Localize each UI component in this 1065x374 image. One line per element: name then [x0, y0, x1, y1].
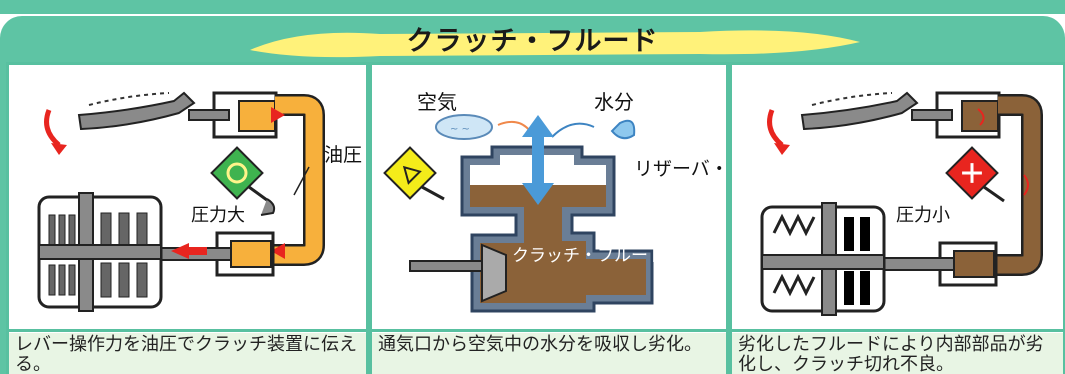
oil-pressure-label: 油圧 [324, 144, 362, 166]
title-banner: クラッチ・フルード [0, 22, 1065, 62]
pressure-high-label: 圧力大 [191, 205, 245, 226]
ok-sign-icon [210, 146, 264, 200]
air-label: 空気 [417, 90, 457, 114]
hydraulic-hose [271, 96, 323, 264]
moisture-label: 水分 [594, 90, 634, 114]
panel-degraded: 圧力小 [732, 65, 1063, 329]
lever-icon [800, 91, 919, 131]
reservoir-label: リザーバ・タンク [634, 158, 726, 180]
water-drop-icon [610, 119, 636, 140]
page-title: クラッチ・フルード [406, 26, 659, 57]
panel-absorption: 空気 水分 ~ ~ [372, 65, 786, 329]
fluid-label: クラッチ・フルード [512, 246, 665, 266]
panel-grid: 油圧 圧力大 空気 水分 ~ ~ [6, 62, 1065, 374]
svg-text:~ ~: ~ ~ [450, 124, 470, 135]
caption-degraded: 劣化したフルードにより内部部品が劣化し、クラッチ切れ不良。 [732, 333, 1063, 374]
flow-arrow-icon [271, 107, 285, 123]
lever-motion-line [88, 92, 170, 106]
absorption-diagram: 空気 水分 ~ ~ [383, 90, 786, 313]
column-divider [726, 65, 732, 374]
title-brush-stroke [250, 30, 860, 58]
normal-diagram: 油圧 圧力大 [37, 91, 362, 312]
air-cloud-icon [435, 114, 493, 140]
ng-sign-icon [945, 146, 999, 200]
row-divider [9, 329, 1063, 332]
pressure-low-label: 圧力小 [896, 205, 950, 226]
caption-normal: レバー操作力を油圧でクラッチ装置に伝える。 [9, 333, 366, 374]
top-strip [0, 0, 1065, 14]
lever-arrow-icon [44, 109, 61, 147]
panel-normal: 油圧 圧力大 [9, 65, 366, 329]
clutch-fluid-body [470, 185, 646, 303]
vent-arrow-icon [522, 115, 554, 137]
column-divider [366, 65, 372, 374]
degraded-diagram: 圧力小 [760, 91, 1043, 316]
lever-icon [77, 91, 196, 131]
caption-absorption: 通気口から空気中の水分を吸収し劣化。 [372, 333, 726, 374]
degraded-hose [994, 96, 1041, 274]
spring-icon [772, 213, 816, 237]
